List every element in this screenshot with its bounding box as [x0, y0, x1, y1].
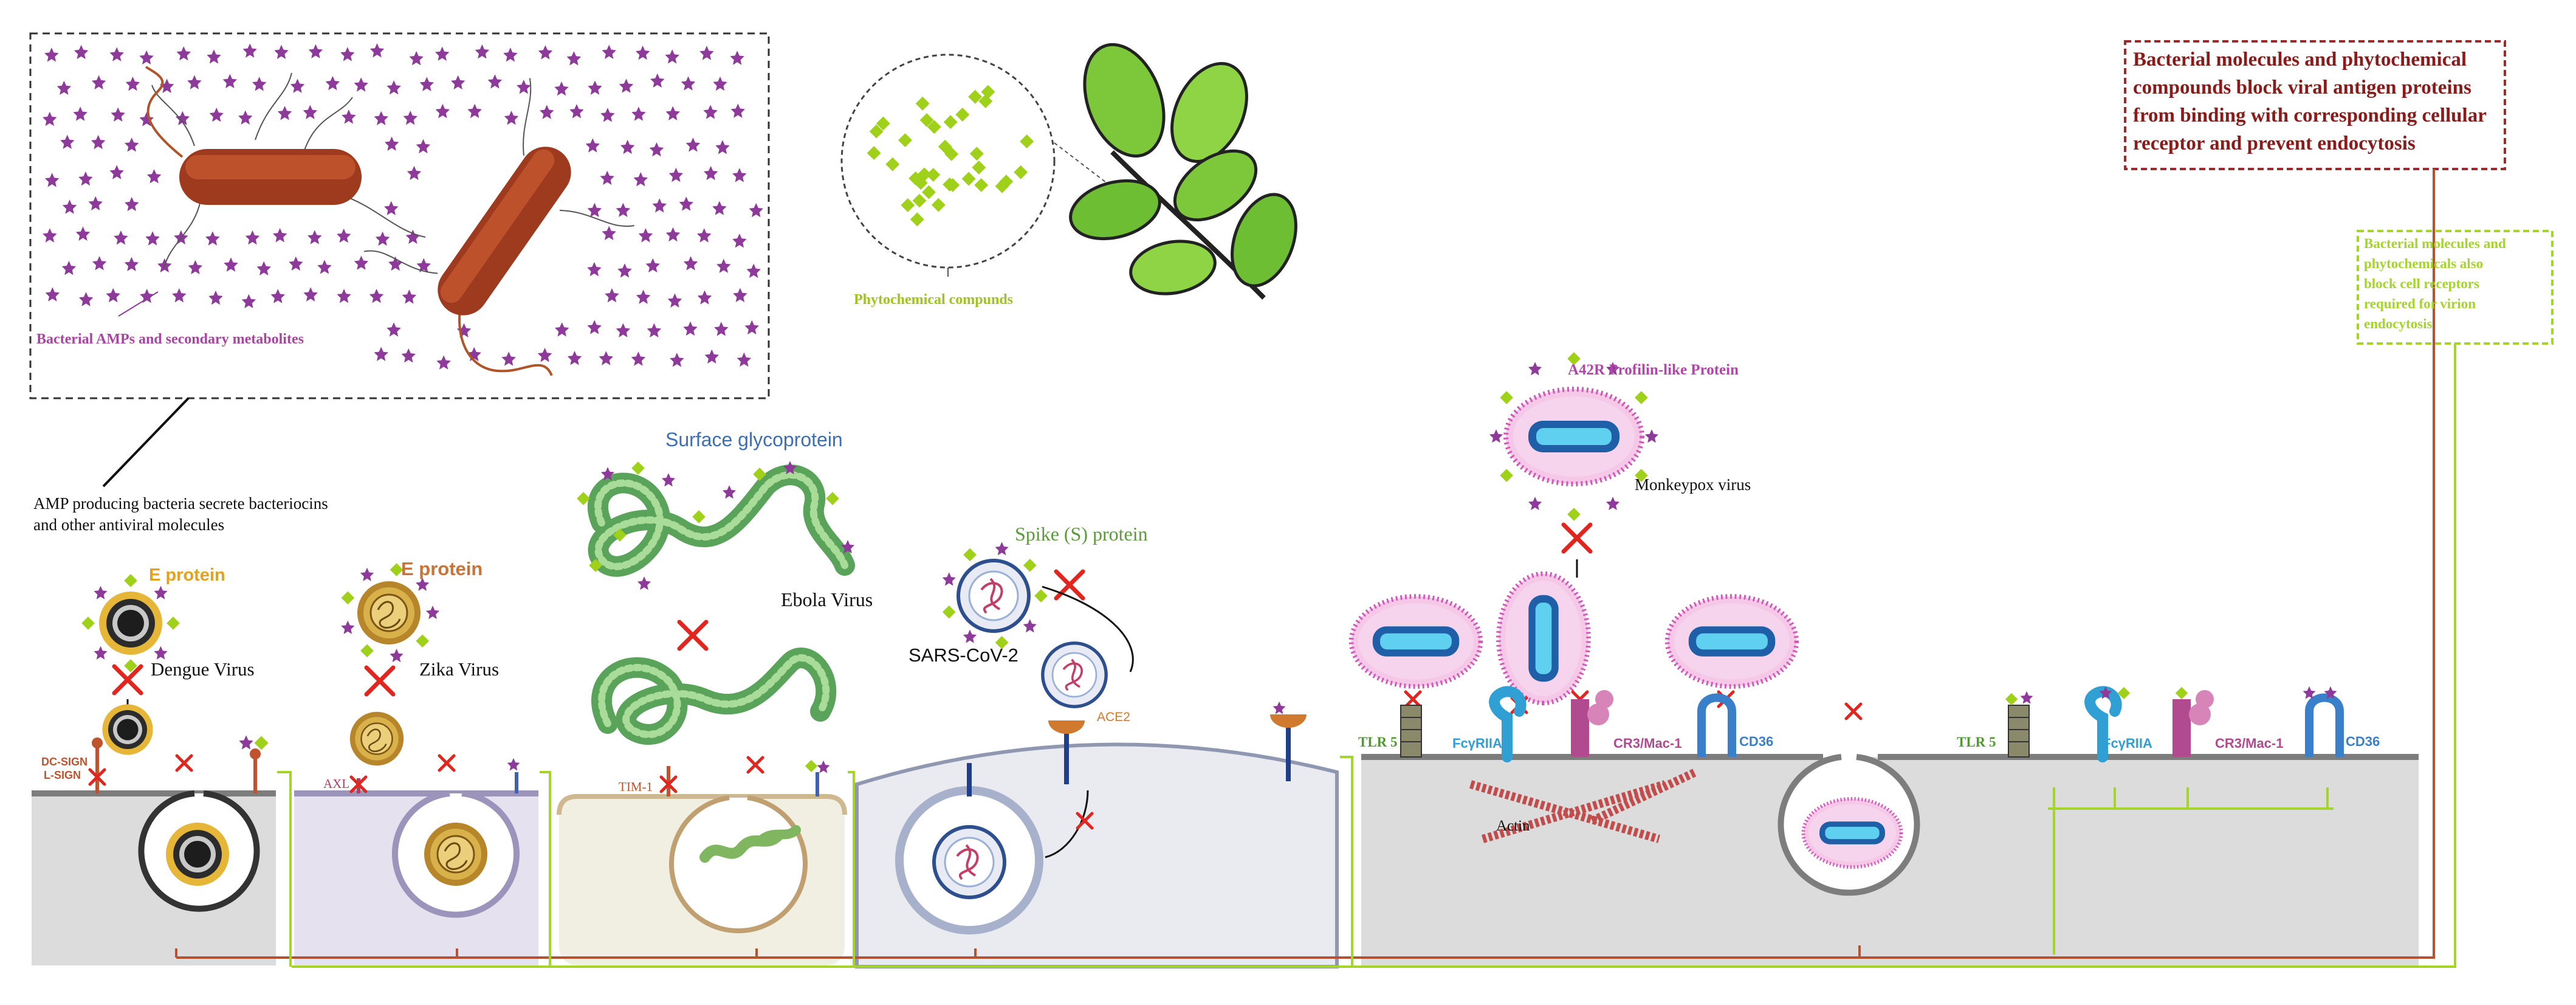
ebola-label: Ebola Virus: [781, 589, 873, 610]
surface-glycoprotein-label: Surface glycoprotein: [665, 429, 843, 451]
cd36-receptor-b: [2305, 693, 2344, 757]
cr3-receptor-b: [2172, 690, 2214, 757]
bacterial-amps-label: Bacterial AMPs and secondary metabolites: [36, 331, 304, 347]
sars-label: SARS-CoV-2: [908, 644, 1018, 666]
amp-note-line-1: AMP producing bacteria secrete bacterioc…: [33, 494, 328, 513]
ebola-vesicle: [669, 795, 808, 933]
block-receptor-line-3: block cell receptors: [2364, 276, 2479, 291]
actin-filaments: [1469, 768, 1697, 843]
axl-label: AXL: [323, 776, 350, 791]
block-receptor-line-2: phytochemicals also: [2364, 256, 2484, 271]
box-connector: [102, 397, 190, 488]
bacteria-box: [29, 32, 770, 399]
phytochemical-label: Phytochemical compunds: [854, 292, 1014, 308]
bacterium-icon-2: [363, 78, 634, 376]
block-receptor-line-4: required for virion: [2364, 296, 2476, 311]
block-antigen-box: [2124, 40, 2506, 170]
l-sign-label: L-SIGN: [44, 769, 81, 781]
ace2-label: ACE2: [1097, 710, 1130, 724]
amp-stars-field: [43, 43, 763, 370]
spike-label: Spike (S) protein: [1015, 523, 1148, 545]
dc-sign-label: DC-SIGN: [41, 756, 88, 768]
block-receptor-line-5: endocytosis: [2364, 316, 2433, 331]
amp-note-line-2: and other antiviral molecules: [33, 516, 225, 534]
a42r-label: A42R Profilin-like Protein: [1568, 362, 1739, 378]
bottom-connectors: [175, 169, 2456, 968]
block-antigen-line-1: Bacterial molecules and phytochemical: [2133, 49, 2467, 71]
zika-label: Zika Virus: [419, 658, 500, 680]
monkeypox-label: Monkeypox virus: [1635, 475, 1751, 494]
cd36-label-b: CD36: [2346, 734, 2380, 749]
cr3-label-a: CR3/Mac-1: [1613, 736, 1682, 751]
block-receptor-line-1: Bacterial molecules and: [2364, 236, 2506, 251]
leaf-branch-icon: [1069, 43, 1297, 300]
tlr5-label-b: TLR 5: [1957, 734, 1996, 750]
cd36-receptor-a: [1697, 693, 1736, 757]
fcgriia-label-a: FcγRIIA: [1452, 736, 1502, 751]
phyto-diamond-field: [867, 85, 1034, 227]
block-antigen-line-2: compounds block viral antigen proteins: [2133, 77, 2471, 98]
fcgriia-label-b: FcγRIIA: [2103, 736, 2152, 751]
bacterium-icon: [145, 66, 426, 268]
cd36-label-a: CD36: [1739, 734, 1774, 749]
tim1-label: TIM-1: [619, 779, 653, 794]
zika-e-protein-label: E protein: [401, 558, 483, 579]
dengue-e-protein-label: E protein: [149, 565, 225, 585]
tlr5-receptor-b: [2008, 705, 2030, 758]
fcgriia-receptor-b: [2084, 686, 2122, 762]
dengue-label: Dengue Virus: [151, 658, 255, 680]
block-antigen-line-4: receptor and prevent endocytosis: [2133, 133, 2416, 154]
fcgriia-receptor-a: [1489, 686, 1527, 762]
actin-label: Actin: [1496, 818, 1530, 834]
tlr5-receptor-a: [1400, 705, 1422, 758]
cr3-label-b: CR3/Mac-1: [2215, 736, 2284, 751]
phyto-circle: [840, 54, 1056, 269]
tlr5-label-a: TLR 5: [1358, 734, 1398, 750]
cr3-receptor-a: [1571, 690, 1613, 757]
block-antigen-line-3: from binding with corresponding cellular: [2133, 105, 2487, 126]
